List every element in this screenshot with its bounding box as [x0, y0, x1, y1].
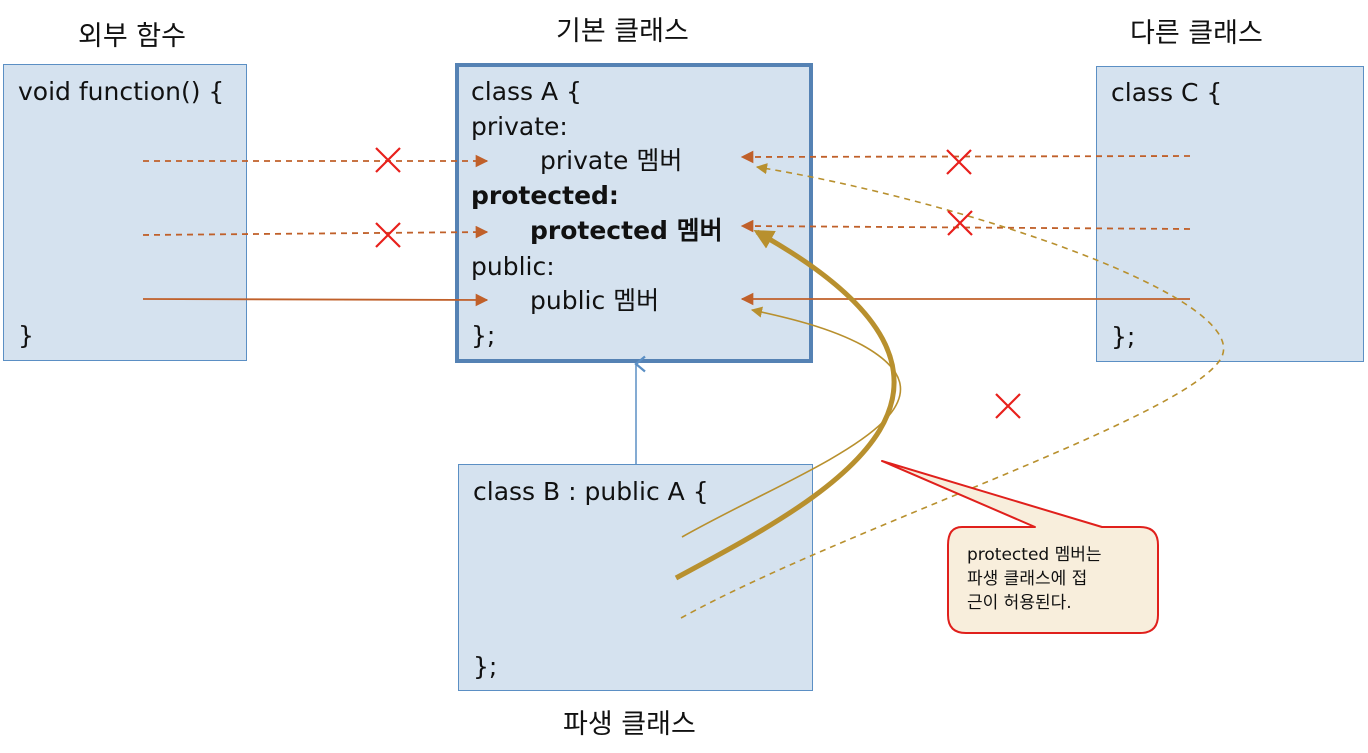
- other-class-title: 다른 클래스: [1130, 18, 1263, 49]
- derived-to-private-arrow: [680, 163, 1225, 619]
- protected-member: protected 멤버: [530, 216, 723, 245]
- public-member: public 멤버: [530, 286, 660, 315]
- private-label: private:: [471, 112, 568, 141]
- denied-cross-other-private: [946, 149, 972, 175]
- derived-to-protected-arrow: [674, 229, 897, 581]
- external-function-close: }: [18, 321, 34, 350]
- derived-class-box: [458, 464, 813, 691]
- callout-line-3: 근이 허용된다.: [967, 593, 1072, 613]
- denied-cross-other-protected: [947, 210, 973, 236]
- other-class-close: };: [1111, 322, 1136, 351]
- external-to-public-arrow: [142, 293, 489, 307]
- callout-bubble: [881, 460, 1159, 634]
- denied-cross-external-protected: [375, 222, 401, 248]
- public-label: public:: [471, 252, 555, 281]
- callout-line-2: 파생 클래스에 접: [967, 569, 1088, 589]
- derived-class-title: 파생 클래스: [563, 709, 696, 740]
- protected-label: protected:: [471, 181, 619, 210]
- external-function-box: [3, 64, 247, 361]
- callout-text: protected 멤버는 파생 클래스에 접 근이 허용된다.: [967, 543, 1102, 615]
- external-to-protected-arrow: [142, 225, 489, 239]
- other-class-box: [1096, 66, 1364, 362]
- base-class-open: class A {: [471, 77, 582, 106]
- derived-class-close: };: [473, 652, 498, 681]
- derived-to-public-arrow: [681, 306, 902, 538]
- external-function-open: void function() {: [18, 77, 225, 106]
- other-class-open: class C {: [1111, 78, 1223, 107]
- external-function-title: 외부 함수: [78, 21, 186, 52]
- base-class-title: 기본 클래스: [556, 16, 689, 47]
- denied-cross-external-private: [375, 147, 401, 173]
- derived-class-open: class B : public A {: [473, 477, 709, 506]
- base-class-close: };: [471, 321, 496, 350]
- private-member: private 멤버: [540, 146, 683, 175]
- callout-line-1: protected 멤버는: [967, 545, 1102, 565]
- denied-cross-derived-private: [995, 393, 1021, 419]
